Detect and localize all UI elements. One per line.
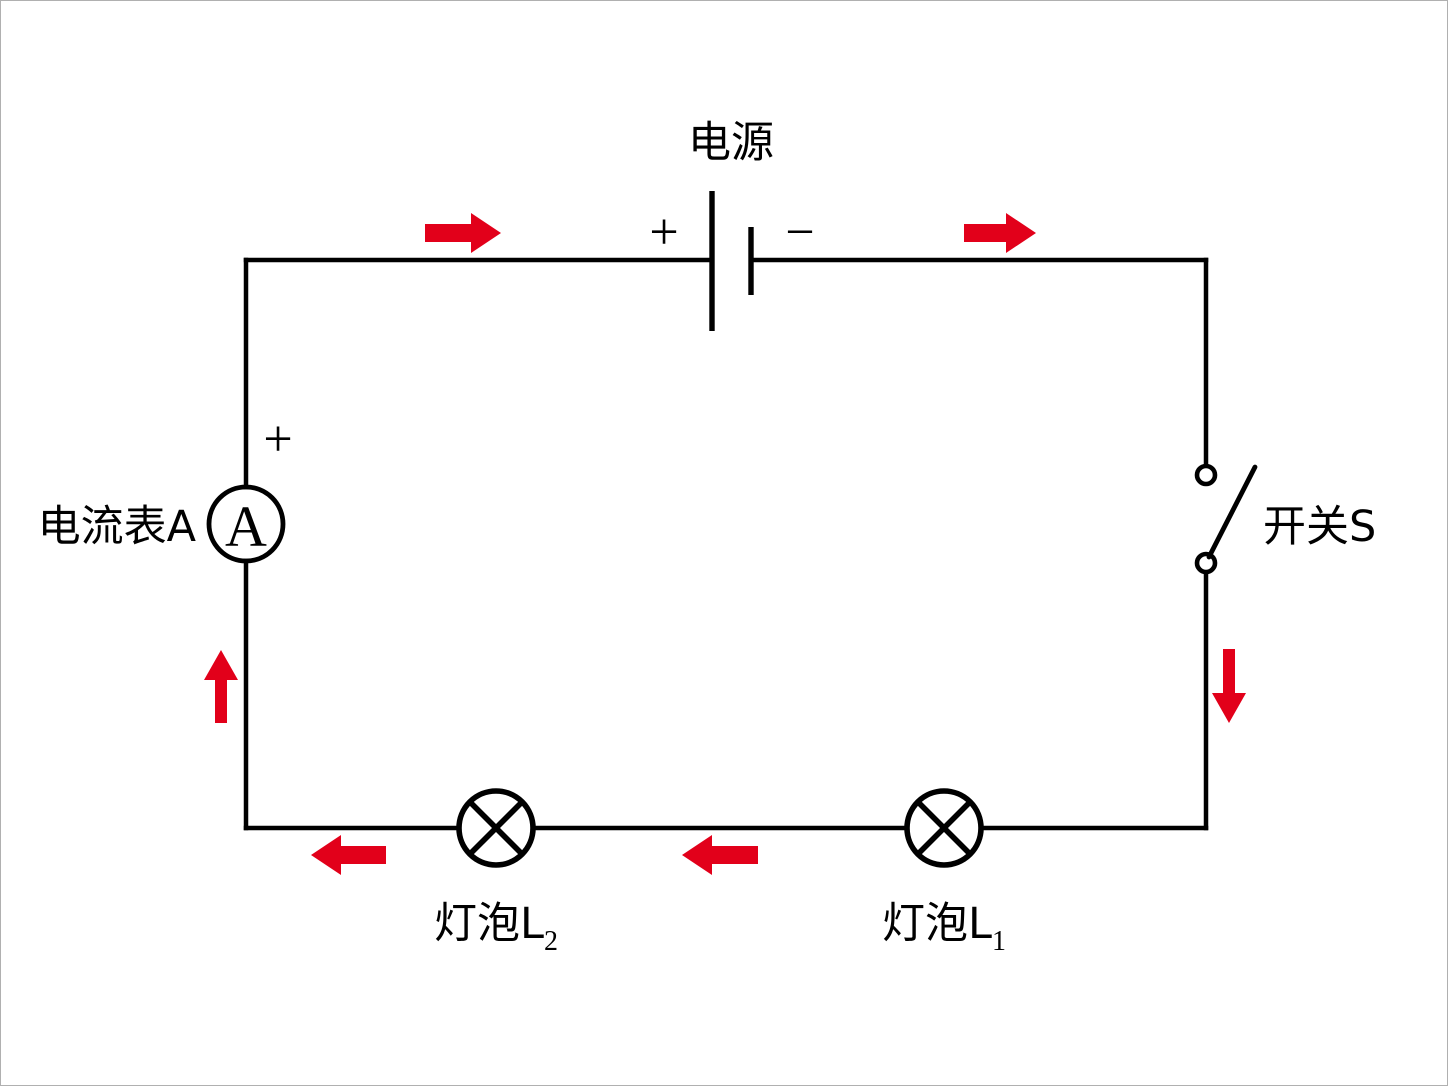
lamp-l1-label: 灯泡L1: [882, 899, 1006, 957]
switch-terminal-top: [1194, 463, 1218, 487]
switch-terminal-bottom: [1194, 551, 1218, 575]
ammeter-letter: A: [225, 494, 267, 559]
battery-symbol: [709, 191, 754, 331]
current-arrow-left: [204, 650, 238, 723]
ammeter-symbol: A: [206, 484, 286, 564]
ammeter-positive-terminal-sign: +: [263, 411, 292, 468]
lamp-l2-label: 灯泡L2: [434, 899, 558, 957]
lamp-l2-cross-b: [468, 800, 524, 856]
battery-label: 电源: [688, 118, 774, 168]
lamp-l1-symbol: [904, 788, 984, 868]
switch-symbol: [1194, 463, 1258, 575]
current-arrow-top-right: [964, 213, 1036, 253]
lamp-l1-circle: [904, 788, 984, 868]
lamp-l1-cross-b: [916, 800, 972, 856]
current-arrow-bottom-left: [311, 835, 386, 875]
lamp-l2-circle: [456, 788, 536, 868]
battery-negative-sign: −: [785, 204, 814, 261]
lamp-l2-label-sub: 2: [544, 926, 558, 957]
switch-blade: [1206, 464, 1258, 560]
lamp-l2-symbol: [456, 788, 536, 868]
ammeter-circle: [206, 484, 286, 564]
ammeter-label: 电流表A: [38, 502, 197, 552]
lamp-l1-label-main: 灯泡L: [882, 899, 992, 949]
circuit-wires: [243, 257, 1209, 831]
current-arrow-top-left: [425, 213, 501, 253]
current-arrow-bottom-right: [682, 835, 758, 875]
current-arrow-right: [1212, 649, 1246, 723]
battery-positive-sign: +: [649, 204, 678, 261]
lamp-l1-label-sub: 1: [992, 926, 1006, 957]
switch-label: 开关S: [1263, 502, 1376, 552]
lamp-l2-label-main: 灯泡L: [434, 899, 544, 949]
